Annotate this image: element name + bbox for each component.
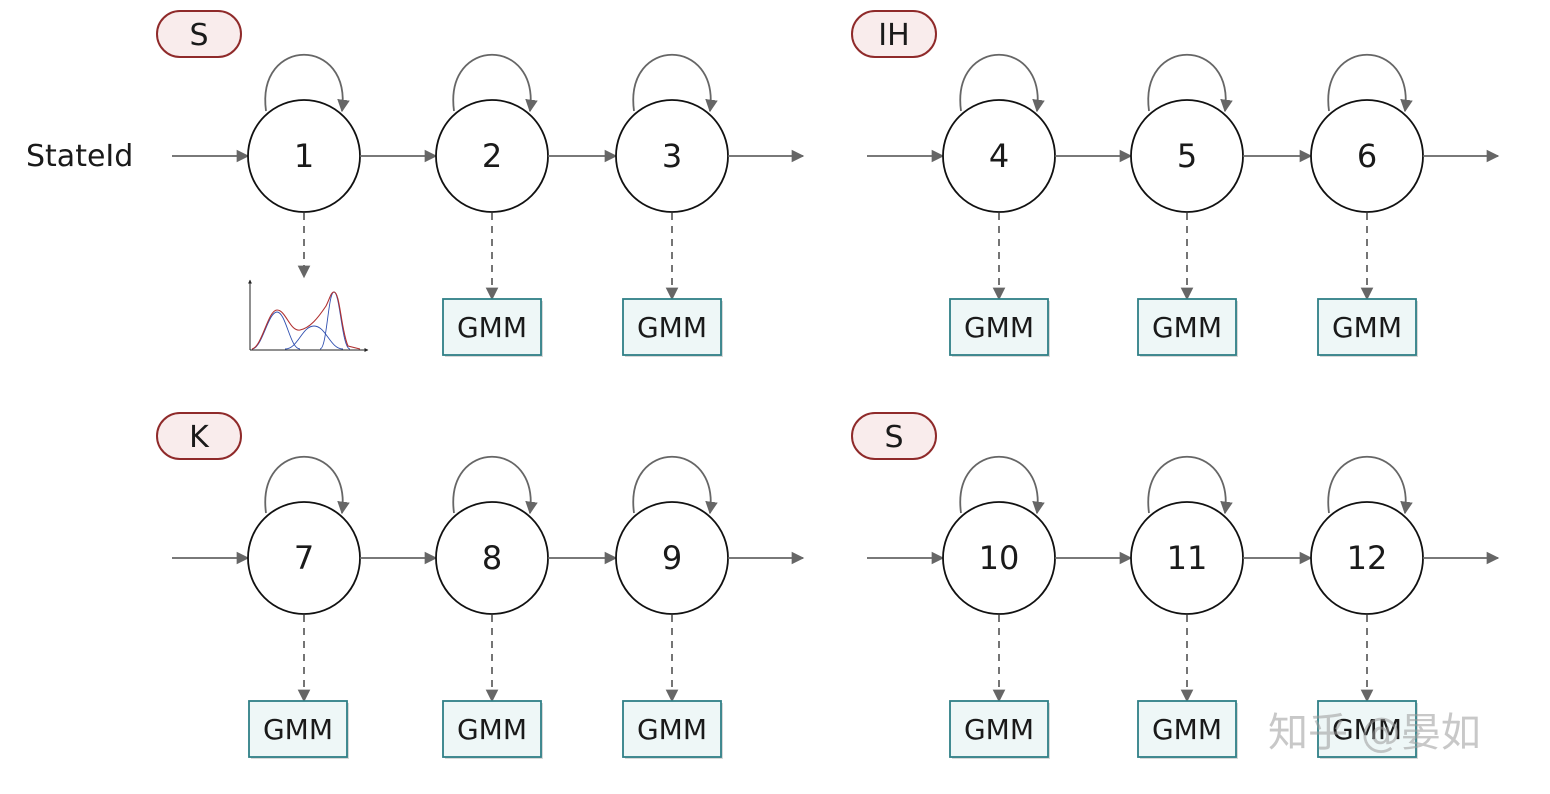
self-loop-arrow: [959, 53, 1045, 113]
gmm-box: [1137, 298, 1237, 356]
state-id-label: 1: [294, 137, 314, 175]
phoneme-tag: [156, 10, 242, 58]
gmm-box-label: GMM: [457, 713, 527, 746]
phoneme-tag-label: S: [189, 18, 208, 53]
state-id-label: 2: [482, 137, 502, 175]
state-id-label: 8: [482, 539, 502, 577]
phoneme-tag-label: IH: [878, 18, 909, 53]
gmm-box: [622, 700, 722, 758]
gmm-box-label: GMM: [637, 311, 707, 344]
gmm-box: [1137, 700, 1237, 758]
gaussian-component: [319, 291, 351, 350]
state-id-label: 12: [1347, 539, 1388, 577]
self-loop-arrow: [1147, 53, 1233, 113]
state-id-label: 10: [979, 539, 1020, 577]
phoneme-tag: [851, 10, 937, 58]
state-id-label: 4: [989, 137, 1009, 175]
gaussian-mixture-plot: [248, 279, 369, 352]
gaussian-component: [284, 325, 344, 350]
gmm-box-label: GMM: [637, 713, 707, 746]
gmm-box-label: GMM: [964, 311, 1034, 344]
self-loop-arrow: [452, 53, 538, 113]
self-loop-arrow: [1327, 455, 1413, 515]
self-loop-arrow: [264, 455, 350, 515]
phoneme-tag-label: K: [189, 420, 210, 455]
state-id-label: 7: [294, 539, 314, 577]
self-loop-arrow: [632, 455, 718, 515]
phoneme-tag: [851, 412, 937, 460]
gaussian-component: [251, 311, 301, 350]
state-id-label: 11: [1167, 539, 1208, 577]
self-loop-arrow: [1147, 455, 1233, 515]
self-loop-arrow: [632, 53, 718, 113]
gmm-box-label: GMM: [1332, 713, 1402, 746]
gmm-box: [1317, 700, 1417, 758]
watermark: 知乎 @晏如: [1268, 710, 1481, 756]
self-loop-arrow: [264, 53, 350, 113]
gmm-box: [949, 298, 1049, 356]
gmm-box-label: GMM: [1152, 713, 1222, 746]
gmm-box-label: GMM: [1332, 311, 1402, 344]
gmm-box-label: GMM: [1152, 311, 1222, 344]
gmm-box: [442, 298, 542, 356]
self-loop-arrow: [959, 455, 1045, 515]
gaussian-mixture-curve: [251, 291, 361, 350]
row-label-stateid: StateId: [26, 139, 133, 174]
gmm-box: [949, 700, 1049, 758]
state-id-label: 6: [1357, 137, 1377, 175]
state-id-label: 9: [662, 539, 682, 577]
phoneme-tag: [156, 412, 242, 460]
gmm-box-label: GMM: [457, 311, 527, 344]
gmm-box: [622, 298, 722, 356]
state-id-label: 5: [1177, 137, 1197, 175]
gmm-box: [248, 700, 348, 758]
state-id-label: 3: [662, 137, 682, 175]
phoneme-tag-label: S: [884, 420, 903, 455]
gmm-box: [442, 700, 542, 758]
gmm-box-label: GMM: [263, 713, 333, 746]
self-loop-arrow: [452, 455, 538, 515]
self-loop-arrow: [1327, 53, 1413, 113]
gmm-box-label: GMM: [964, 713, 1034, 746]
gmm-box: [1317, 298, 1417, 356]
